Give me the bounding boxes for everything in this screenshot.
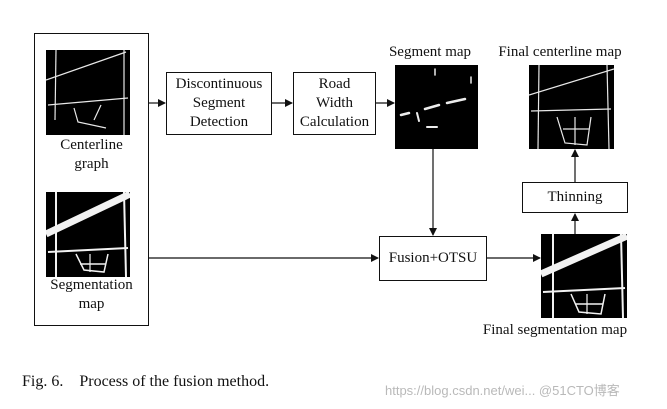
- final-centerline-map-image: [529, 65, 614, 149]
- discontinuous-segment-detection-label: Discontinuous Segment Detection: [175, 76, 263, 130]
- thinning-label: Thinning: [547, 189, 603, 205]
- road-width-calculation-label: Road Width Calculation: [299, 76, 370, 130]
- discontinuous-segment-detection-box: [166, 72, 272, 135]
- final-centerline-map-label: Final centerline map: [498, 44, 622, 60]
- road-width-calculation-box: [293, 72, 376, 135]
- fusion-otsu-box: [379, 236, 487, 281]
- segment-map-image: [395, 65, 478, 149]
- segmentation-map-label: Segmentation map: [50, 277, 133, 312]
- centerline-graph-label: Centerline graph: [60, 137, 123, 172]
- final-segmentation-map-label: Final segmentation map: [482, 322, 628, 338]
- thinning-box: [522, 182, 628, 213]
- centerline-graph-image: [46, 50, 130, 135]
- figure-caption: Fig. 6. Process of the fusion method.: [22, 373, 270, 390]
- final-segmentation-map-image: [541, 234, 627, 318]
- segmentation-map-image: [46, 192, 130, 277]
- watermark: https://blog.csdn.net/wei... @51CTO博客: [385, 383, 620, 398]
- segment-map-label: Segment map: [388, 44, 472, 60]
- fusion-otsu-label: Fusion+OTSU: [388, 250, 478, 266]
